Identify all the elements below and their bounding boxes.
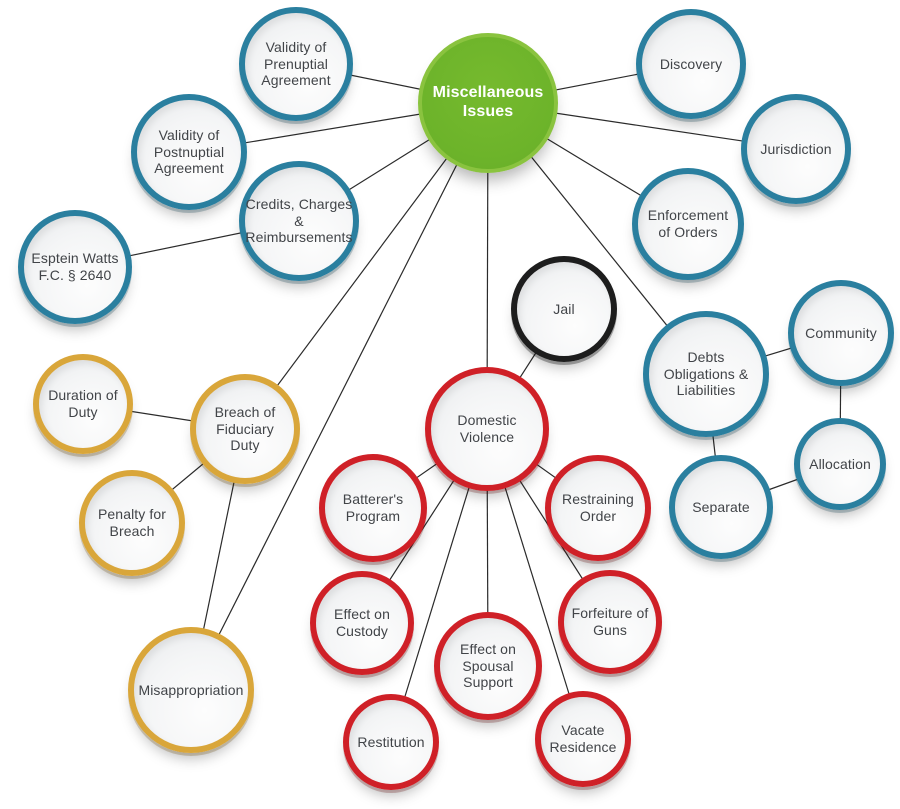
node-esptein: Esptein Watts F.C. § 2640 (18, 210, 132, 324)
node-duration: Duration of Duty (33, 354, 133, 454)
node-discovery: Discovery (636, 9, 746, 119)
node-label-dv: Domestic Violence (457, 412, 517, 445)
node-label-batterers: Batterer's Program (342, 491, 404, 524)
node-label-spousal: Effect on Spousal Support (460, 641, 516, 691)
node-prenup: Validity of Prenuptial Agreement (239, 7, 353, 121)
node-community: Community (788, 280, 894, 386)
node-spousal: Effect on Spousal Support (434, 612, 542, 720)
node-penalty: Penalty for Breach (79, 470, 185, 576)
node-label-discovery: Discovery (659, 55, 723, 72)
node-jail: Jail (511, 256, 617, 362)
node-label-allocation: Allocation (809, 455, 871, 472)
node-label-community: Community (805, 324, 877, 341)
node-restraining: Restraining Order (545, 455, 651, 561)
node-vacate: Vacate Residence (535, 691, 631, 787)
node-label-custody: Effect on Custody (334, 606, 390, 639)
node-postnup: Validity of Postnuptial Agreement (131, 94, 247, 210)
node-breach: Breach of Fiduciary Duty (190, 374, 300, 484)
node-label-enforcement: Enforcement of Orders (647, 207, 729, 240)
node-label-misapp: Misappropriation (138, 681, 244, 698)
node-batterers: Batterer's Program (319, 454, 427, 562)
node-label-esptein: Esptein Watts F.C. § 2640 (31, 250, 119, 283)
node-label-restitution: Restitution (357, 733, 425, 750)
node-misapp: Misappropriation (128, 627, 254, 753)
node-restitution: Restitution (343, 694, 439, 790)
node-label-debts: Debts Obligations & Liabilities (663, 349, 749, 399)
node-enforcement: Enforcement of Orders (632, 168, 744, 280)
node-debts: Debts Obligations & Liabilities (643, 311, 769, 437)
edge-misc-misapp (190, 102, 489, 691)
node-dv: Domestic Violence (425, 367, 549, 491)
node-separate: Separate (669, 455, 773, 559)
node-label-jail: Jail (553, 300, 575, 317)
node-label-jurisdiction: Jurisdiction (760, 140, 832, 157)
node-label-misc: Miscellaneous Issues (432, 84, 544, 120)
node-custody: Effect on Custody (310, 571, 414, 675)
node-label-duration: Duration of Duty (48, 387, 118, 420)
node-label-penalty: Penalty for Breach (97, 506, 167, 539)
node-label-separate: Separate (692, 498, 750, 515)
node-misc: Miscellaneous Issues (418, 33, 558, 173)
node-label-restraining: Restraining Order (562, 491, 634, 524)
node-label-forfeiture: Forfeiture of Guns (571, 605, 649, 638)
node-forfeiture: Forfeiture of Guns (558, 570, 662, 674)
node-label-credits: Credits, Charges & Reimbursements (245, 196, 353, 246)
node-label-prenup: Validity of Prenuptial Agreement (261, 39, 331, 89)
node-allocation: Allocation (794, 418, 886, 510)
node-label-vacate: Vacate Residence (549, 722, 617, 755)
node-label-breach: Breach of Fiduciary Duty (214, 404, 276, 454)
node-credits: Credits, Charges & Reimbursements (239, 161, 359, 281)
node-jurisdiction: Jurisdiction (741, 94, 851, 204)
node-label-postnup: Validity of Postnuptial Agreement (153, 127, 225, 177)
